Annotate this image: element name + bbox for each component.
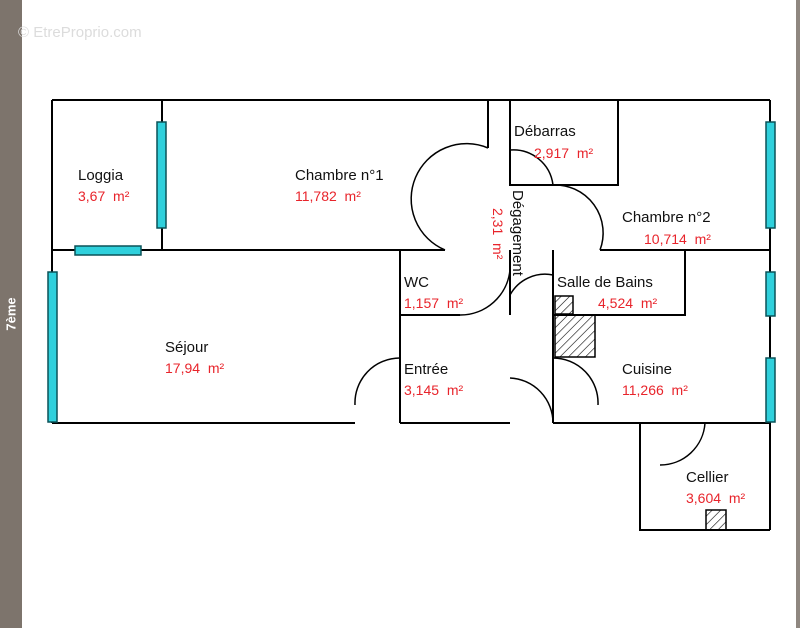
- room-area-sejour: 17,94 m²: [165, 360, 224, 376]
- door-debarras: [509, 149, 554, 186]
- door-cellier: [659, 422, 706, 466]
- window-cuisine: [765, 357, 776, 423]
- room-name-debarras: Débarras: [514, 123, 576, 140]
- window-loggia-right: [156, 121, 167, 229]
- room-area-loggia: 3,67 m²: [78, 188, 130, 204]
- floor-sidebar: 7ème: [0, 0, 22, 628]
- ducts: [554, 295, 727, 531]
- window-loggia-bottom: [74, 245, 142, 256]
- duct-cellier: [705, 509, 727, 531]
- room-name-degagement: Dégagement: [509, 190, 526, 277]
- door-cuisine: [552, 357, 599, 406]
- room-name-salle-de-bains: Salle de Bains: [557, 274, 653, 291]
- door-wc: [459, 269, 511, 316]
- room-area-entree: 3,145 m²: [404, 382, 463, 398]
- windows: [47, 121, 776, 423]
- room-area-debarras: 2,917 m²: [534, 145, 593, 161]
- room-name-chambre1: Chambre n°1: [295, 167, 384, 184]
- room-labels: Loggia 3,67 m² Chambre n°1 11,782 m² Déb…: [78, 123, 745, 506]
- door-degagement-right: [552, 184, 604, 251]
- room-name-wc: WC: [404, 274, 429, 291]
- window-chambre2: [765, 121, 776, 229]
- room-area-degagement: 2,31 m²: [490, 208, 506, 260]
- room-name-entree: Entrée: [404, 361, 448, 378]
- window-sdb: [765, 271, 776, 317]
- door-entree: [354, 357, 401, 406]
- door-sdb: [509, 273, 554, 296]
- window-sejour: [47, 271, 58, 423]
- room-name-chambre2: Chambre n°2: [622, 209, 711, 226]
- room-name-cellier: Cellier: [686, 469, 729, 486]
- room-area-cellier: 3,604 m²: [686, 490, 745, 506]
- room-area-salle-de-bains: 4,524 m²: [598, 295, 657, 311]
- watermark: © EtreProprio.com: [18, 24, 142, 41]
- room-area-wc: 1,157 m²: [404, 295, 463, 311]
- right-edge-bar: [796, 0, 800, 628]
- room-area-chambre2: 10,714 m²: [644, 231, 711, 247]
- room-area-chambre1: 11,782 m²: [295, 188, 361, 204]
- duct-2: [554, 314, 596, 358]
- room-name-sejour: Séjour: [165, 339, 208, 356]
- wall-sdb-bottom: [553, 250, 686, 316]
- duct-1: [554, 295, 574, 315]
- wall-debarras: [509, 100, 619, 186]
- doors: [354, 142, 706, 466]
- door-entree-main: [509, 377, 554, 424]
- door-degagement-left: [410, 142, 489, 251]
- room-name-loggia: Loggia: [78, 167, 124, 184]
- room-area-cuisine: 11,266 m²: [622, 382, 688, 398]
- room-name-cuisine: Cuisine: [622, 361, 672, 378]
